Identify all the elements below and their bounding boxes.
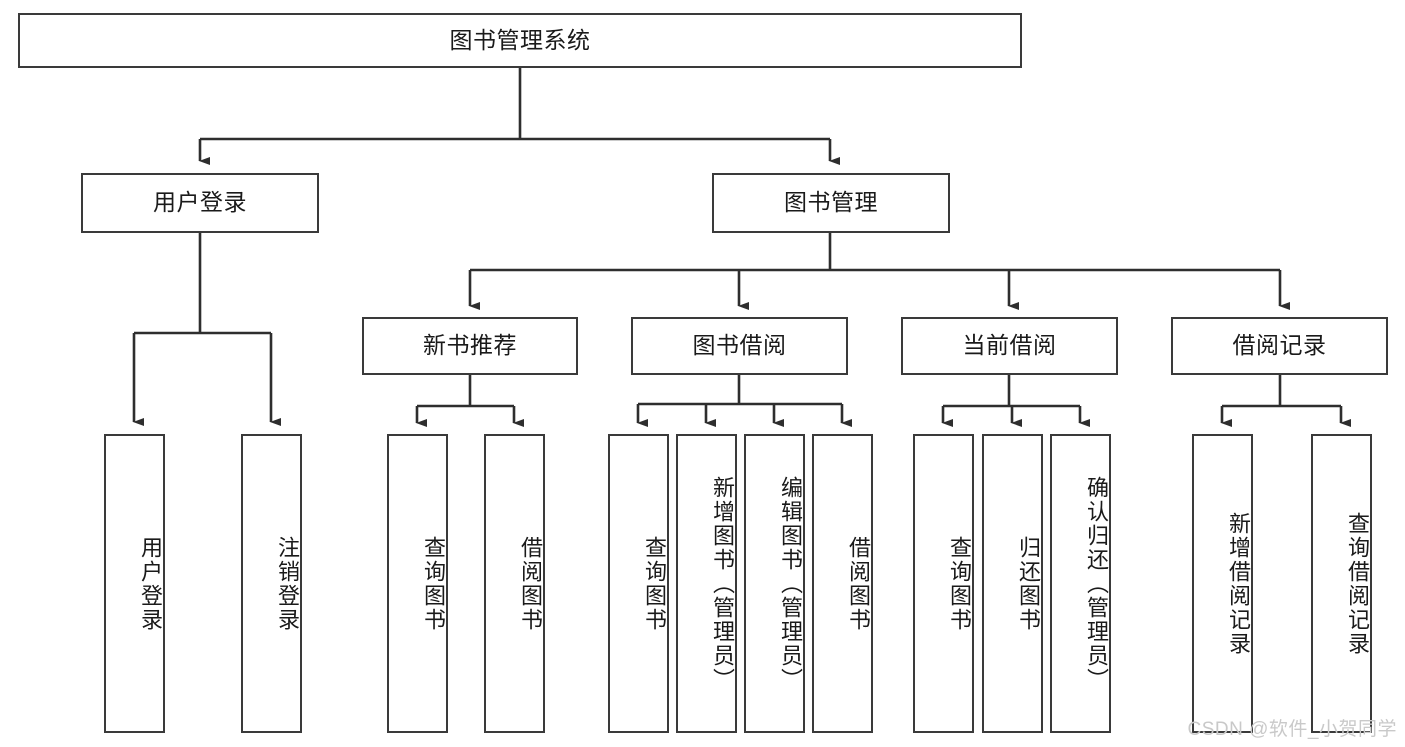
node-leaf-add-record-label: 新增借阅记录 bbox=[1226, 511, 1251, 656]
node-root[interactable]: 图书管理系统 bbox=[18, 13, 1022, 68]
node-leaf-borrow-book-1[interactable]: 借阅图书 bbox=[484, 434, 545, 733]
node-leaf-add-record[interactable]: 新增借阅记录 bbox=[1192, 434, 1253, 733]
node-leaf-query-book-1[interactable]: 查询图书 bbox=[387, 434, 448, 733]
node-root-label: 图书管理系统 bbox=[449, 26, 591, 53]
node-borrow-record[interactable]: 借阅记录 bbox=[1171, 317, 1388, 375]
node-leaf-edit-book[interactable]: 编辑图书（管理员） bbox=[744, 434, 805, 733]
node-current-borrow[interactable]: 当前借阅 bbox=[901, 317, 1118, 375]
node-leaf-borrow-book-1-label: 借阅图书 bbox=[518, 535, 543, 632]
node-leaf-return-book-label: 归还图书 bbox=[1016, 535, 1041, 632]
node-user-login[interactable]: 用户登录 bbox=[81, 173, 319, 233]
node-leaf-user-login-label: 用户登录 bbox=[138, 535, 163, 632]
node-leaf-logout-label: 注销登录 bbox=[275, 535, 300, 632]
node-leaf-logout[interactable]: 注销登录 bbox=[241, 434, 302, 733]
node-book-manage[interactable]: 图书管理 bbox=[712, 173, 950, 233]
node-user-login-label: 用户登录 bbox=[153, 189, 247, 216]
node-leaf-query-book-2[interactable]: 查询图书 bbox=[608, 434, 669, 733]
node-current-borrow-label: 当前借阅 bbox=[962, 332, 1057, 359]
node-book-borrow-label: 图书借阅 bbox=[692, 332, 787, 359]
node-new-book-rec[interactable]: 新书推荐 bbox=[362, 317, 578, 375]
node-leaf-confirm-return[interactable]: 确认归还（管理员） bbox=[1050, 434, 1111, 733]
node-leaf-user-login[interactable]: 用户登录 bbox=[104, 434, 165, 733]
node-leaf-query-book-1-label: 查询图书 bbox=[421, 535, 446, 632]
node-book-manage-label: 图书管理 bbox=[784, 189, 878, 216]
node-book-borrow[interactable]: 图书借阅 bbox=[631, 317, 848, 375]
node-leaf-query-record-label: 查询借阅记录 bbox=[1345, 511, 1370, 656]
node-leaf-borrow-book-2-label: 借阅图书 bbox=[846, 535, 871, 632]
node-leaf-query-book-3-label: 查询图书 bbox=[947, 535, 972, 632]
node-new-book-rec-label: 新书推荐 bbox=[423, 332, 517, 359]
node-leaf-add-book[interactable]: 新增图书（管理员） bbox=[676, 434, 737, 733]
node-leaf-confirm-return-label: 确认归还（管理员） bbox=[1084, 475, 1109, 692]
node-leaf-borrow-book-2[interactable]: 借阅图书 bbox=[812, 434, 873, 733]
node-borrow-record-label: 借阅记录 bbox=[1232, 332, 1327, 359]
node-leaf-query-book-3[interactable]: 查询图书 bbox=[913, 434, 974, 733]
node-leaf-return-book[interactable]: 归还图书 bbox=[982, 434, 1043, 733]
watermark: CSDN @软件_小贺同学 bbox=[1187, 719, 1397, 740]
node-leaf-edit-book-label: 编辑图书（管理员） bbox=[778, 475, 803, 692]
node-leaf-add-book-label: 新增图书（管理员） bbox=[710, 475, 735, 692]
node-leaf-query-book-2-label: 查询图书 bbox=[642, 535, 667, 632]
node-leaf-query-record[interactable]: 查询借阅记录 bbox=[1311, 434, 1372, 733]
